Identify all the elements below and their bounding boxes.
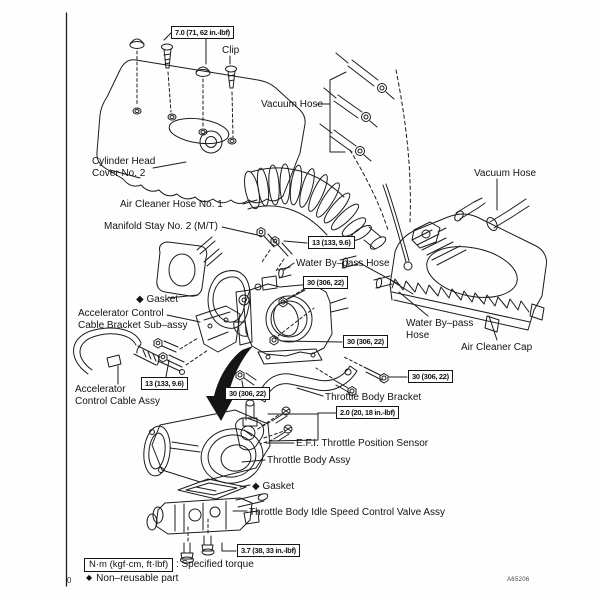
torque-box-tb-nut-upper: 30 (306, 22) (303, 276, 348, 289)
gasket-upper-drawing (207, 270, 251, 329)
manifold-stay-drawing (156, 236, 223, 297)
figure-code: A65206 (507, 577, 530, 583)
label-idle-speed-control-valve: Throttle Body Idle Speed Control Valve A… (249, 507, 446, 518)
legend-torque-meaning: : Specified torque (175, 559, 254, 570)
vacuum-hose-right-drawing (454, 197, 530, 232)
iscv-drawing (146, 493, 269, 564)
label-vacuum-hose-right: Vacuum Hose (474, 168, 537, 179)
throttle-body-lower-drawing (143, 399, 271, 484)
label-water-bypass-hose-mid: Water By–pass Hose (296, 258, 390, 269)
torque-box-tb-bolt-left: 30 (306, 22) (225, 387, 270, 400)
cover-fasteners-drawing (129, 38, 237, 138)
throttle-body-upper-drawing (233, 275, 349, 365)
legend-nonreusable: ◆Non–reusable part (86, 573, 178, 584)
air-cleaner-cap-drawing (382, 183, 547, 333)
transfer-arrow (206, 346, 253, 421)
torque-box-iscv-bolts: 3.7 (38, 33 in.-lbf) (237, 544, 300, 557)
label-air-cleaner-cap: Air Cleaner Cap (461, 342, 533, 353)
diamond-icon: ◆ (86, 573, 93, 582)
vacuum-hoses-drawing (319, 52, 411, 231)
label-clip: Clip (222, 45, 240, 56)
accelerator-bracket-drawing (153, 305, 241, 368)
air-cleaner-hose-drawing (244, 163, 387, 250)
legend-nonreusable-text: Non–reusable part (96, 573, 179, 584)
water-bypass-hoses-drawing (277, 255, 414, 295)
legend-specified-torque: N·m (kgf·cm, ft·lbf) : Specified torque (84, 558, 254, 572)
torque-box-bracket-bolts: 13 (133, 9.6) (141, 377, 188, 390)
torque-box-tb-nut-lower: 30 (306, 22) (343, 335, 388, 348)
label-gasket-lower: ◆ Gasket (252, 481, 295, 492)
label-efi-throttle-position-sensor: E.F.I. Throttle Position Sensor (296, 438, 429, 449)
label-accelerator-cable: Accelerator Control Cable Assy (75, 384, 161, 407)
gasket-lower-drawing (177, 478, 247, 500)
page-marker: 0 (67, 576, 72, 585)
torque-leader-lines (163, 32, 408, 552)
label-gasket-upper: ◆ Gasket (136, 294, 179, 305)
label-vacuum-hose-left: Vacuum Hose (261, 99, 324, 110)
label-cylinder-head-cover: Cylinder Head Cover No. 2 (92, 156, 156, 179)
throttle-body-nuts-drawing (269, 287, 315, 346)
label-accelerator-bracket: Accelerator Control Cable Bracket Sub–as… (78, 308, 188, 331)
label-water-bypass-hose-right: Water By–pass Hose (406, 318, 474, 341)
stay-bolts-drawing (256, 227, 293, 272)
label-leader-lines (117, 55, 498, 512)
tps-drawing (235, 406, 293, 451)
torque-box-cover-bolts: 7.0 (71, 62 in.-lbf) (171, 26, 234, 39)
mount-bolt-left-drawing (235, 370, 257, 386)
label-manifold-stay: Manifold Stay No. 2 (M/T) (104, 221, 218, 232)
torque-box-stay-upper: 13 (133, 9.6) (308, 236, 355, 249)
mount-bolts-right-drawing (315, 356, 389, 397)
label-throttle-body-assy: Throttle Body Assy (267, 455, 351, 466)
torque-box-tps-screws: 2.0 (20, 18 in.-lbf) (336, 406, 399, 419)
legend-torque-unit-box: N·m (kgf·cm, ft·lbf) (84, 558, 174, 572)
torque-box-tb-bolts-right: 30 (306, 22) (408, 370, 453, 383)
label-throttle-body-bracket: Throttle Body Bracket (325, 392, 422, 403)
label-air-cleaner-hose: Air Cleaner Hose No. 1 (120, 199, 223, 210)
accelerator-cable-drawing (73, 327, 185, 375)
cylinder-head-cover-drawing (96, 59, 306, 204)
